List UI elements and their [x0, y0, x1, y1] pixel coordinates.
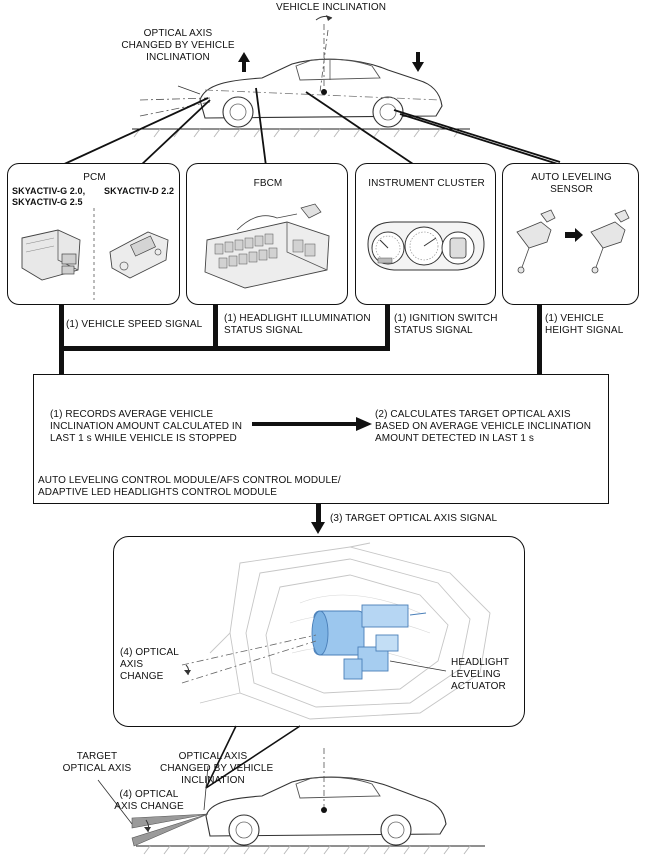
- target-optical-axis-label: TARGET OPTICAL AXIS: [62, 751, 132, 774]
- vehicle-speed-signal-label: (1) VEHICLE SPEED SIGNAL: [66, 319, 203, 330]
- instrument-cluster-title: INSTRUMENT CLUSTER: [368, 178, 485, 189]
- optical-axis-changed-label-top: OPTICAL AXIS CHANGED BY VEHICLE INCLINAT…: [121, 28, 235, 63]
- auto-leveling-sensor-box: AUTO LEVELING SENSOR: [502, 163, 639, 305]
- calculates-step-label: (2) CALCULATES TARGET OPTICAL AXIS BASED…: [375, 409, 592, 444]
- fbcm-image: [204, 203, 330, 289]
- auto-leveling-sensor-image: [516, 209, 630, 274]
- headlamp-optical-axis-change-label: (4) OPTICAL AXIS CHANGE: [120, 647, 179, 682]
- instrument-cluster-box: INSTRUMENT CLUSTER: [355, 163, 496, 305]
- control-module-box: (1) RECORDS AVERAGE VEHICLE INCLINATION …: [33, 374, 609, 504]
- pcm-skyactiv-d-label: SKYACTIV-D 2.2: [104, 186, 175, 196]
- vehicle-inclination-label: VEHICLE INCLINATION: [276, 2, 387, 13]
- optical-axis-change-label-bottom: (4) OPTICAL AXIS CHANGE: [114, 789, 184, 812]
- headlamp-box: (4) OPTICAL AXIS CHANGE HEADLIGHT LEVELI…: [113, 536, 525, 727]
- target-signal-arrow-head: [311, 522, 325, 534]
- pcm-unit-d-image: [109, 231, 169, 279]
- vehicle-height-signal-label: (1) VEHICLE HEIGHT SIGNAL: [545, 313, 624, 336]
- bottom-car-illustration: [97, 725, 485, 855]
- pcm-unit-g-image: [21, 229, 81, 281]
- target-signal-line: [316, 504, 321, 524]
- headlamp-assembly-image: [181, 542, 491, 720]
- signal-bus-line: [59, 346, 390, 351]
- pcm-title: PCM: [83, 172, 106, 183]
- ignition-switch-signal-label: (1) IGNITION SWITCH STATUS SIGNAL: [394, 313, 498, 336]
- sensor-signal-line: [537, 305, 542, 391]
- records-to-calculates-arrow: [252, 417, 372, 431]
- cluster-signal-line: [385, 305, 390, 351]
- pcm-skyactiv-g-label: SKYACTIV-G 2.0, SKYACTIV-G 2.5: [12, 186, 86, 207]
- instrument-cluster-image: [367, 221, 485, 271]
- control-module-name: AUTO LEVELING CONTROL MODULE/AFS CONTROL…: [38, 475, 341, 498]
- fbcm-title: FBCM: [253, 178, 283, 189]
- auto-leveling-sensor-title: AUTO LEVELING SENSOR: [531, 172, 612, 195]
- headlight-leveling-actuator-label: HEADLIGHT LEVELING ACTUATOR: [451, 657, 510, 692]
- pcm-divider: [93, 208, 95, 300]
- pcm-box: PCM SKYACTIV-G 2.0, SKYACTIV-G 2.5 SKYAC…: [7, 163, 180, 305]
- target-optical-axis-signal-label: (3) TARGET OPTICAL AXIS SIGNAL: [330, 513, 498, 524]
- records-step-label: (1) RECORDS AVERAGE VEHICLE INCLINATION …: [50, 409, 243, 444]
- headlight-illumination-signal-label: (1) HEADLIGHT ILLUMINATION STATUS SIGNAL: [224, 313, 371, 336]
- top-car-illustration: [59, 15, 565, 167]
- fbcm-box: FBCM: [186, 163, 348, 305]
- fbcm-signal-line: [213, 305, 218, 351]
- optical-axis-changed-label-bottom: OPTICAL AXIS CHANGED BY VEHICLE INCLINAT…: [160, 751, 274, 786]
